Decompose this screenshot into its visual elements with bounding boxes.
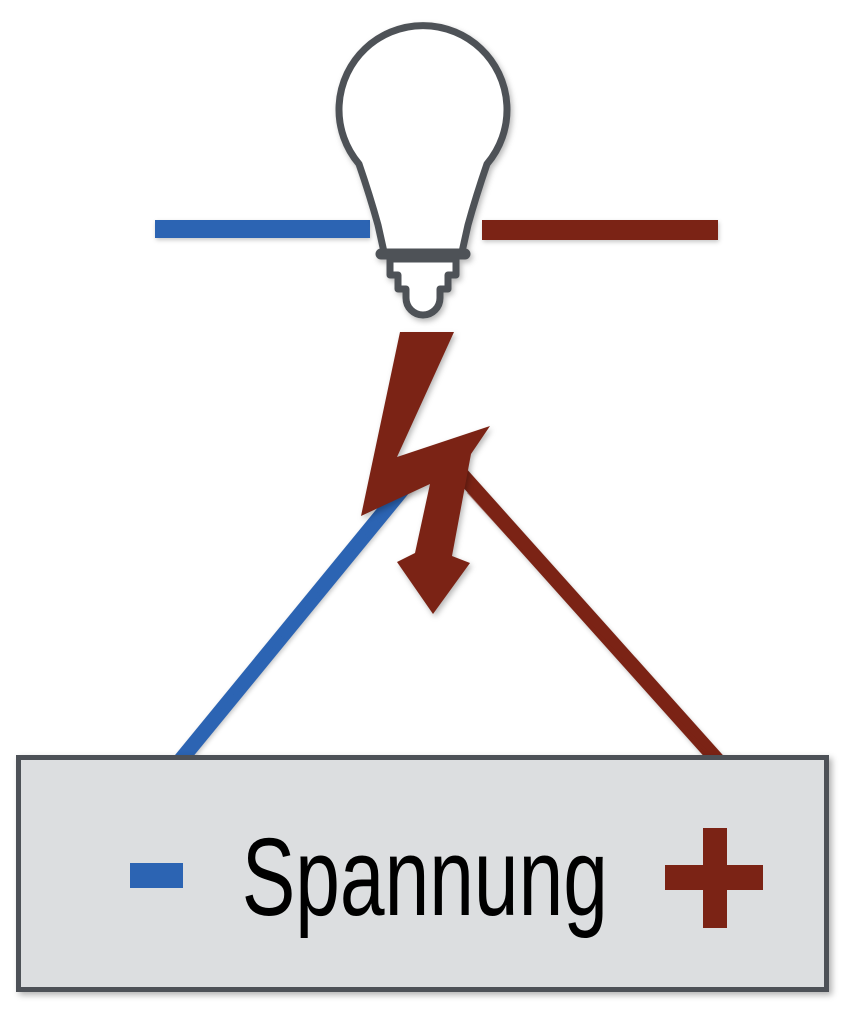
voltage-label: Spannung bbox=[241, 816, 609, 939]
bulb-glass bbox=[335, 22, 511, 256]
high-voltage-down-arrow-icon bbox=[361, 332, 490, 614]
positive-wire-line bbox=[448, 460, 725, 768]
negative-terminal-bar bbox=[155, 220, 370, 238]
voltage-label-wrap: Spannung bbox=[225, 818, 625, 938]
plus-icon bbox=[665, 828, 763, 928]
positive-terminal-bar bbox=[482, 220, 718, 240]
light-bulb-icon bbox=[335, 22, 511, 319]
bulb-screw-base bbox=[386, 255, 460, 319]
minus-icon bbox=[130, 863, 183, 888]
negative-wire-line bbox=[173, 458, 430, 767]
plus-icon-horizontal-bar bbox=[665, 865, 763, 890]
